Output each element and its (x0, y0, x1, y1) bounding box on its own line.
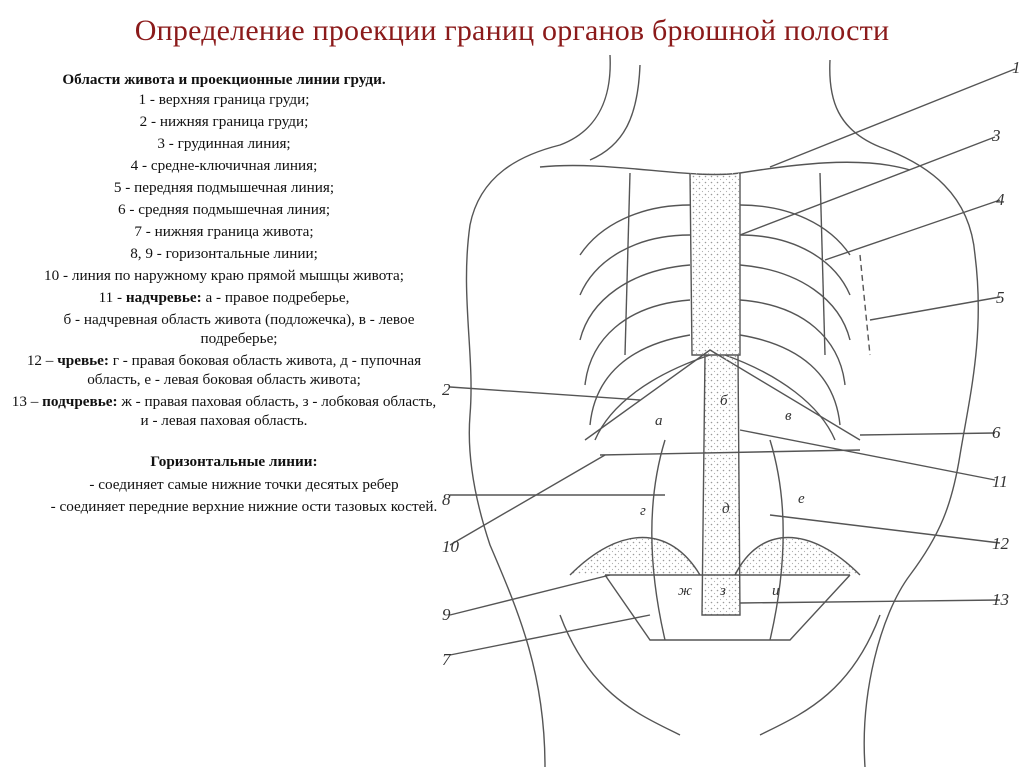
label-12: 12 (992, 534, 1010, 553)
label-3: 3 (991, 126, 1001, 145)
horizontal-line-8 (599, 449, 861, 456)
legend-item-12: 12 – чревье: г - правая боковая область … (26, 352, 422, 388)
legend: Области живота и проекционные линии груд… (6, 70, 442, 519)
sternum (689, 172, 741, 356)
legend-item-7: 7 - нижняя граница живота; (134, 223, 314, 240)
label-4: 4 (996, 190, 1005, 209)
anatomy-figure: 1 2 3 4 5 6 7 8 9 10 11 12 13 а б в г д … (440, 55, 1024, 767)
spine (701, 354, 741, 616)
label-10: 10 (442, 537, 460, 556)
letter-zh: ж (678, 583, 692, 599)
neck-left (589, 64, 641, 161)
label-5: 5 (996, 288, 1005, 307)
letter-g: г (640, 503, 646, 519)
horizontal-line-1: - соединяет самые нижние точки десятых р… (89, 476, 399, 493)
label-6: 6 (992, 423, 1001, 442)
legend-item-13-bold: подчревье: (42, 393, 118, 410)
label-1: 1 (1012, 58, 1021, 77)
page-title: Определение проекции границ органов брюш… (134, 14, 890, 47)
pelvis-lower (559, 614, 881, 736)
legend-item-4: 4 - средне-ключичная линия; (130, 157, 318, 174)
label-13: 13 (992, 590, 1009, 609)
letter-v: в (785, 408, 792, 424)
torso-outline-right (829, 59, 979, 767)
torso-outline (465, 55, 611, 767)
label-7: 7 (442, 650, 452, 669)
label-2: 2 (442, 380, 451, 399)
legend-item-3: 3 - грудинная линия; (157, 135, 291, 152)
legend-item-11-bold: надчревье: (125, 289, 202, 306)
label-9: 9 (442, 605, 451, 624)
label-8: 8 (442, 490, 451, 509)
letter-z: з (719, 583, 726, 599)
clavicle (539, 161, 911, 176)
legend-item-11-cont: б - надчревная область живота (подложечк… (63, 311, 415, 347)
legend-item-11: 11 - надчревье: а - правое подреберье, (98, 289, 350, 306)
legend-item-1: 1 - верхняя граница груди; (138, 91, 310, 108)
torso-diagram: 1 2 3 4 5 6 7 8 9 10 11 12 13 а б в г д … (442, 55, 1021, 767)
letter-i: и (772, 583, 780, 599)
label-11: 11 (992, 472, 1008, 491)
lower-boundary (604, 574, 851, 641)
pelvis (569, 536, 861, 576)
legend-item-13: 13 – подчревье: ж - правая паховая облас… (11, 393, 437, 429)
legend-item-5: 5 - передняя подмышечная линия; (113, 179, 335, 196)
legend-item-10: 10 - линия по наружному краю прямой мышц… (44, 267, 404, 284)
letter-b: б (720, 393, 728, 409)
letter-a: а (655, 413, 663, 429)
legend-item-12-bold: чревье: (57, 352, 109, 369)
legend-item-2: 2 - нижняя граница груди; (139, 113, 309, 130)
legend-heading: Области живота и проекционные линии груд… (62, 71, 386, 88)
horizontal-line-2: - соединяет передние верхние нижние ости… (50, 498, 438, 515)
costal-arch (584, 349, 861, 441)
legend-item-8-9: 8, 9 - горизонтальные линии; (130, 245, 318, 262)
horizontal-lines-heading: Горизонтальные линии: (150, 453, 318, 470)
legend-item-6: 6 - средняя подмышечная линия; (117, 201, 331, 218)
letter-d: д (722, 501, 730, 517)
letter-e: е (798, 491, 805, 507)
